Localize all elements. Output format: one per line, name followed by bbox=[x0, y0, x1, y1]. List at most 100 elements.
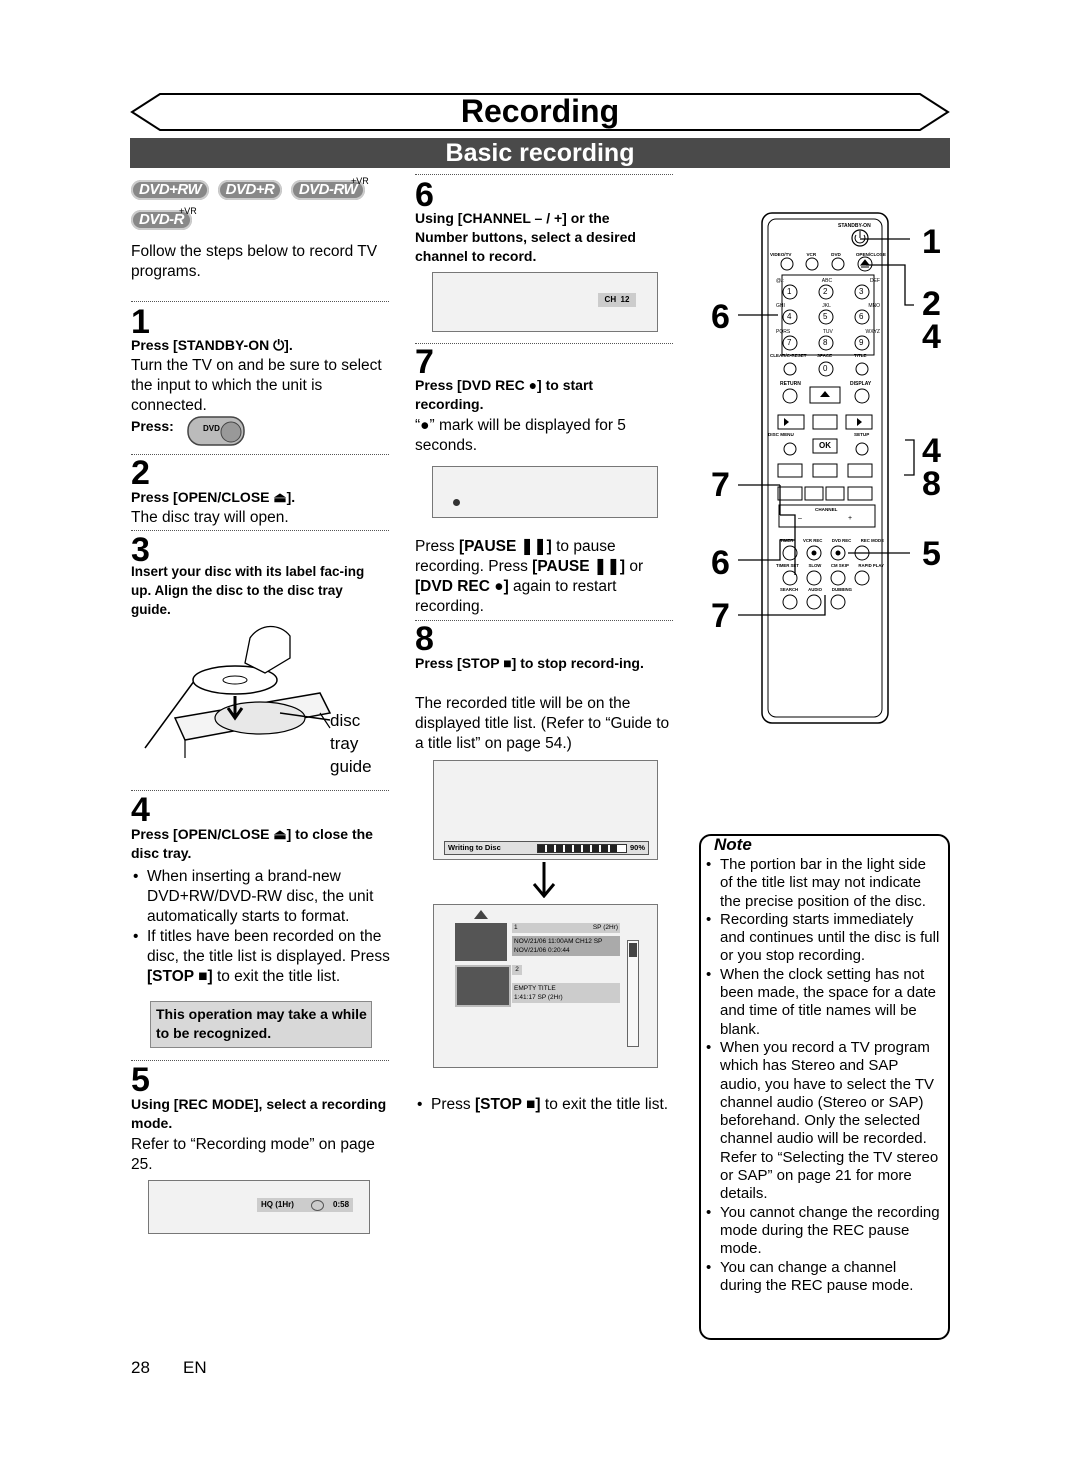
key-letters: MNO bbox=[868, 303, 880, 309]
digit-2-button[interactable]: 2 bbox=[823, 287, 828, 296]
text: Press bbox=[415, 538, 459, 555]
step-4-number: 4 bbox=[131, 791, 150, 829]
channel-minus-button[interactable]: – bbox=[798, 515, 802, 522]
channel-osd-screen: CH 12 bbox=[432, 272, 658, 332]
digit-1-button[interactable]: 1 bbox=[787, 287, 792, 296]
step-8-heading: Press [STOP ■] to stop record-ing. bbox=[415, 655, 644, 671]
title-info: 1:41:17 SP (2Hr) bbox=[514, 994, 563, 1001]
badge-vr-mark: +VR bbox=[351, 176, 369, 186]
writing-percent: 90% bbox=[630, 843, 646, 852]
text: to pause recording. Press bbox=[415, 538, 616, 575]
ok-button[interactable]: OK bbox=[819, 441, 831, 450]
text: again to restart recording. bbox=[415, 578, 617, 615]
writing-osd-screen: Writing to Disc 90% bbox=[433, 760, 658, 860]
step-2-number: 2 bbox=[131, 454, 150, 492]
list-item: When the clock setting has not been made… bbox=[704, 966, 942, 1039]
badge-dvd-plus-rw: DVD+RW bbox=[131, 180, 210, 200]
step-1-heading: Press [STANDBY-ON ⏻]. bbox=[131, 337, 293, 353]
button-label: TITLE bbox=[854, 353, 867, 358]
button-label: SEARCH bbox=[780, 587, 799, 592]
recognition-notice: This operation may take a while to be re… bbox=[150, 1001, 372, 1048]
button-label: CM SKIP bbox=[830, 563, 849, 568]
display-label: DISPLAY bbox=[850, 381, 872, 387]
button-label: OPEN/CLOSE bbox=[855, 252, 886, 257]
rec-mode-osd: HQ (1Hr) 0:58 bbox=[257, 1198, 353, 1212]
key-letters: JKL bbox=[822, 303, 831, 309]
label-line: disc bbox=[330, 711, 361, 730]
digit-9-button[interactable]: 9 bbox=[859, 338, 864, 347]
scrollbar-thumb[interactable] bbox=[629, 943, 637, 957]
callout-6: 6 bbox=[711, 544, 730, 582]
button-label: DUBBING bbox=[831, 587, 852, 592]
badge-vr-mark: +VR bbox=[179, 206, 197, 216]
divider bbox=[131, 790, 389, 791]
standby-label: STANDBY-ON bbox=[838, 223, 871, 229]
title-list-scrollbar[interactable] bbox=[627, 940, 639, 1047]
callout-1: 1 bbox=[922, 223, 941, 261]
step-3-number: 3 bbox=[131, 531, 150, 569]
step-2-heading: Press [OPEN/CLOSE ⏏]. bbox=[131, 489, 296, 505]
digit-5-button[interactable]: 5 bbox=[823, 312, 828, 321]
digit-0-button[interactable]: 0 bbox=[823, 364, 828, 373]
callout-4: 4 bbox=[922, 432, 941, 470]
step-3-heading: Insert your disc with its label fac-ing … bbox=[131, 564, 365, 617]
step-1-number: 1 bbox=[131, 303, 150, 341]
dvd-button-icon: DVD bbox=[187, 416, 245, 446]
button-label: TIMER SET bbox=[776, 563, 799, 568]
writing-progress: Writing to Disc 90% bbox=[444, 841, 649, 855]
key-letters: TUV bbox=[822, 329, 833, 335]
callout-7: 7 bbox=[711, 466, 730, 504]
step-5-body: Refer to “Recording mode” on page 25. bbox=[131, 1136, 375, 1173]
button-label: VCR REC bbox=[802, 538, 823, 543]
callout-lines bbox=[738, 238, 915, 616]
callout-7: 7 bbox=[711, 597, 730, 635]
digit-4-button[interactable]: 4 bbox=[787, 312, 792, 321]
key-letters: PQRS bbox=[776, 329, 791, 335]
disc-tray-drawing bbox=[144, 625, 332, 758]
writing-progress-fill bbox=[538, 845, 618, 852]
thumbnail bbox=[455, 965, 511, 1007]
dvd-button-label: DVD bbox=[203, 424, 220, 433]
list-item: When you record a TV program which has S… bbox=[704, 1039, 942, 1204]
page-title: Recording bbox=[460, 93, 620, 129]
note-list: The portion bar in the light side of the… bbox=[704, 856, 942, 1295]
rec-mode-value: HQ (1Hr) bbox=[261, 1200, 294, 1209]
text: [STOP ■] bbox=[147, 968, 213, 985]
step-5-heading: Using [REC MODE], select a recording mod… bbox=[131, 1096, 387, 1131]
digit-3-button[interactable]: 3 bbox=[859, 287, 864, 296]
key-letters: @/: bbox=[776, 278, 784, 284]
writing-label: Writing to Disc bbox=[448, 843, 501, 852]
step-7-pause-text: Press [PAUSE ❚❚] to pause recording. Pre… bbox=[415, 537, 670, 617]
rec-mode-time: 0:58 bbox=[333, 1200, 350, 1209]
digit-7-button[interactable]: 7 bbox=[787, 338, 792, 347]
text: or bbox=[625, 558, 644, 575]
key-letters: ABC bbox=[821, 278, 833, 284]
key-letters: GHI bbox=[776, 303, 785, 309]
remote-body bbox=[761, 212, 889, 724]
key-letters: WXYZ bbox=[865, 329, 880, 335]
thumbnail bbox=[455, 923, 507, 961]
list-item: Recording starts immediately and continu… bbox=[704, 911, 942, 966]
digit-6-button[interactable]: 6 bbox=[859, 312, 864, 321]
intro-text: Follow the steps below to record TV prog… bbox=[131, 243, 378, 280]
divider bbox=[131, 1060, 389, 1061]
divider bbox=[131, 530, 389, 531]
digit-8-button[interactable]: 8 bbox=[823, 338, 828, 347]
text: to exit the title list. bbox=[212, 968, 341, 985]
callout-2: 2 bbox=[922, 285, 941, 323]
letters-row: PQRS TUV WXYZ bbox=[776, 329, 880, 335]
triangle-up-icon bbox=[474, 910, 488, 919]
note-title: Note bbox=[714, 835, 752, 854]
return-label: RETURN bbox=[780, 381, 801, 387]
title-number: 1 bbox=[514, 924, 518, 931]
title-entry-2: 2 EMPTY TITLE 1:41:17 SP (2Hr) bbox=[512, 965, 620, 1005]
step-4-bullets: When inserting a brand-new DVD+RW/DVD-RW… bbox=[131, 867, 393, 987]
channel-plus-button[interactable]: + bbox=[848, 515, 853, 522]
step-7-number: 7 bbox=[415, 343, 434, 381]
page-number: 28 bbox=[131, 1358, 150, 1377]
step-8-number: 8 bbox=[415, 620, 434, 658]
